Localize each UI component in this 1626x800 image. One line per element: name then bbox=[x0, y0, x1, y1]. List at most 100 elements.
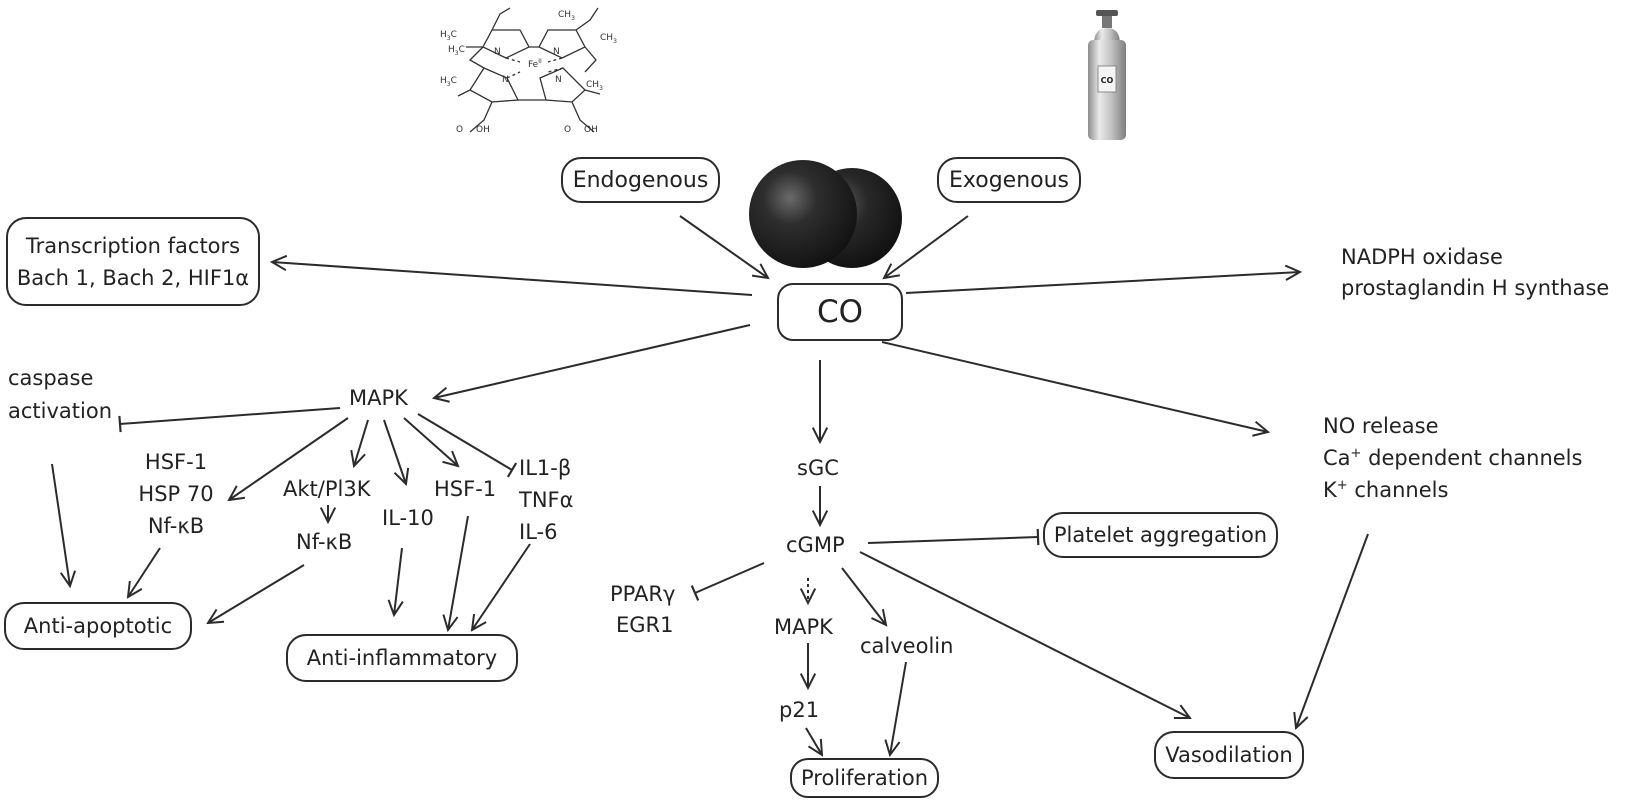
vasodilation-label: Vasodilation bbox=[1165, 743, 1293, 767]
no-release-label: NO release bbox=[1323, 414, 1439, 438]
il10-label: IL-10 bbox=[382, 506, 434, 530]
cytokines-group: IL1-β TNFα IL-6 bbox=[519, 452, 573, 548]
nadph-line-1: NADPH oxidase bbox=[1341, 245, 1503, 269]
platelet-aggregation-box: Platelet aggregation bbox=[1043, 512, 1278, 558]
heme-h3c-label-1: H3C bbox=[440, 30, 457, 42]
mapk-label: MAPK bbox=[349, 386, 408, 410]
co-molecule-carbon bbox=[749, 160, 857, 268]
caspase-line-1: caspase bbox=[8, 366, 94, 390]
proliferation-label: Proliferation bbox=[800, 766, 929, 790]
hsf1-mid-label: HSF-1 bbox=[434, 477, 497, 501]
hsf-hsp-nfkb-group: HSF-1 HSP 70 Nf-κB bbox=[126, 446, 226, 542]
arrow-co-to-mapk bbox=[434, 324, 751, 398]
transcription-factors-box: Transcription factors Bach 1, Bach 2, HI… bbox=[6, 217, 260, 306]
hsp70-label: HSP 70 bbox=[138, 482, 214, 506]
heme-ring-d bbox=[539, 67, 586, 103]
arrow-il10-to-anti-inflammatory bbox=[394, 547, 402, 615]
co-box: CO bbox=[777, 283, 903, 341]
anti-apoptotic-box: Anti-apoptotic bbox=[4, 602, 192, 650]
cylinder-label: CO bbox=[1101, 76, 1114, 85]
heme-n-label-3: N bbox=[502, 75, 509, 85]
nadph-line-2: prostaglandin H synthase bbox=[1341, 276, 1610, 300]
heme-o-label-1: O bbox=[456, 125, 463, 135]
heme-n-label-4: N bbox=[555, 75, 562, 85]
vasodilation-box: Vasodilation bbox=[1154, 731, 1304, 779]
arrow-no-release-to-vasodilation bbox=[1296, 533, 1369, 728]
nfkb-mid-label: Nf-κB bbox=[296, 530, 353, 554]
heme-o-label-2: O bbox=[564, 125, 571, 135]
cylinder-label-plate bbox=[1097, 65, 1117, 93]
arrow-mapk-to-il10 bbox=[383, 419, 406, 484]
heme-fe-coordination bbox=[505, 57, 564, 79]
tnfa-label: TNFα bbox=[519, 488, 574, 512]
co-molecule-icon bbox=[749, 160, 902, 268]
heme-n-label-2: N bbox=[553, 47, 560, 57]
egr1-label: EGR1 bbox=[616, 613, 674, 637]
arrow-il6-to-anti-inflammatory bbox=[472, 543, 531, 630]
anti-inflammatory-box: Anti-inflammatory bbox=[286, 634, 518, 682]
arrow-hsf1-mid-to-anti-inflammatory bbox=[448, 515, 469, 630]
heme-methine-bridges bbox=[468, 46, 597, 101]
inhibit-mapk-caspase bbox=[118, 407, 341, 433]
arrow-endogenous-to-co bbox=[679, 215, 768, 278]
heme-fe-label: FeII bbox=[528, 58, 542, 70]
co-gas-cylinder-icon: CO bbox=[1088, 10, 1126, 140]
sgc-label: sGC bbox=[797, 456, 839, 480]
nadph-oxidase-label: NADPH oxidase prostaglandin H synthase bbox=[1341, 242, 1609, 304]
arrow-co-to-transcription bbox=[272, 262, 753, 296]
heme-ch3-label-1: CH3 bbox=[558, 10, 575, 22]
ca-channels-label: Ca+ dependent channels bbox=[1323, 446, 1583, 470]
platelet-aggregation-label: Platelet aggregation bbox=[1053, 523, 1268, 547]
anti-inflammatory-label: Anti-inflammatory bbox=[306, 646, 498, 670]
heme-oh-label-2: OH bbox=[584, 125, 598, 135]
heme-ch3-label-2: CH3 bbox=[600, 33, 617, 45]
heme-ring-a bbox=[482, 29, 530, 59]
heme-ring-b bbox=[538, 29, 586, 59]
inhibit-mapk-il1b bbox=[417, 413, 518, 478]
exogenous-label: Exogenous bbox=[948, 167, 1069, 193]
anti-apoptotic-label: Anti-apoptotic bbox=[23, 614, 173, 638]
k-channels-label: K+ channels bbox=[1323, 478, 1449, 502]
arrow-co-to-no-release bbox=[881, 341, 1268, 432]
hsf1-left-label: HSF-1 bbox=[144, 450, 208, 474]
arrow-exogenous-to-co bbox=[884, 215, 969, 278]
heme-n-label-1: N bbox=[494, 47, 501, 57]
no-release-group: NO release Ca+ dependent channels K+ cha… bbox=[1323, 410, 1582, 506]
arrow-cgmp-to-vasodilation bbox=[859, 551, 1190, 718]
nfkb-left-label: Nf-κB bbox=[147, 514, 205, 538]
caspase-line-2: activation bbox=[8, 399, 113, 423]
heme-ring-c bbox=[469, 67, 520, 103]
p21-label: p21 bbox=[779, 698, 820, 722]
ppar-egr1-group: PPARγ EGR1 bbox=[610, 579, 675, 641]
cylinder-valve-top bbox=[1096, 10, 1118, 16]
akt-pi3k-label: Akt/Pl3K bbox=[283, 477, 371, 501]
arrow-caspase-to-anti-apoptotic bbox=[51, 463, 70, 586]
il6-label: IL-6 bbox=[519, 520, 558, 544]
co-label: CO bbox=[816, 294, 864, 330]
heme-structure-icon bbox=[457, 7, 601, 133]
caspase-activation-label: caspase activation bbox=[8, 362, 112, 428]
heme-h3c-label-3: H3C bbox=[440, 76, 457, 88]
calveolin-label: calveolin bbox=[860, 634, 954, 658]
transcription-line-2: Bach 1, Bach 2, HIF1α bbox=[16, 265, 250, 290]
arrow-cgmp-to-calveolin bbox=[841, 567, 886, 625]
heme-ch3-label-3: CH3 bbox=[586, 80, 603, 92]
heme-h3c-label-2: H3C bbox=[448, 45, 465, 57]
heme-oh-label-1: OH bbox=[476, 125, 490, 135]
arrow-calveolin-to-proliferation bbox=[890, 661, 907, 755]
endogenous-label: Endogenous bbox=[572, 167, 709, 193]
arrow-mapk-to-hsf1-mid bbox=[403, 417, 458, 466]
il1b-label: IL1-β bbox=[519, 456, 572, 480]
arrow-p21-to-proliferation bbox=[805, 727, 822, 755]
cgmp-label: cGMP bbox=[786, 533, 845, 557]
transcription-line-1: Transcription factors bbox=[25, 233, 241, 258]
exogenous-box: Exogenous bbox=[937, 157, 1081, 203]
cylinder-valve bbox=[1102, 14, 1112, 28]
arrow-mapk-to-akt bbox=[354, 419, 369, 466]
inhibit-cgmp-ppar bbox=[690, 562, 765, 601]
arrow-mapk-to-hsf1-left bbox=[229, 417, 349, 500]
arrow-nfkb-mid-to-anti-apoptotic bbox=[208, 564, 305, 623]
endogenous-box: Endogenous bbox=[561, 157, 720, 203]
ppar-label: PPARγ bbox=[610, 582, 676, 606]
